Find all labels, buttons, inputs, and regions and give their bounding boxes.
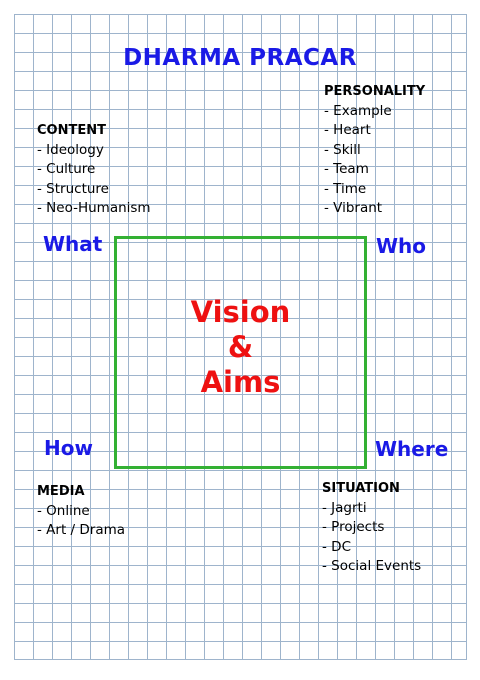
personality-item: Example	[324, 102, 425, 122]
content-heading: CONTENT	[37, 123, 106, 138]
personality-heading: PERSONALITY	[324, 84, 426, 99]
content-item: Neo-Humanism	[37, 199, 150, 219]
situation-item: Social Events	[322, 557, 421, 577]
diagram-title: DHARMA PRACAR	[123, 45, 357, 71]
media-section: MEDIA Online Art / Drama	[37, 482, 125, 541]
personality-item: Time	[324, 180, 425, 200]
media-heading: MEDIA	[37, 484, 85, 499]
content-item: Ideology	[37, 141, 151, 161]
personality-item: Vibrant	[324, 199, 425, 219]
corner-label-where: Where	[375, 437, 449, 461]
center-text: Vision & Aims	[117, 295, 364, 400]
center-line-ampersand: &	[227, 330, 254, 364]
media-list: Online Art / Drama	[37, 502, 125, 541]
corner-label-who: Who	[376, 234, 427, 258]
situation-item: DC	[322, 538, 421, 558]
vision-aims-box: Vision & Aims	[114, 236, 367, 469]
center-line-aims: Aims	[200, 365, 281, 399]
corner-label-what: What	[43, 232, 103, 256]
personality-item: Team	[324, 160, 425, 180]
situation-section: SITUATION Jagrti Projects DC Social Even…	[322, 479, 421, 577]
center-line-vision: Vision	[190, 295, 291, 329]
situation-item: Projects	[322, 518, 421, 538]
content-item: Structure	[37, 180, 151, 200]
situation-item: Jagrti	[322, 499, 421, 519]
content-list: Ideology Culture Structure Neo-Humanism	[37, 141, 151, 219]
content-section: CONTENT Ideology Culture Structure Neo-H…	[37, 121, 151, 219]
media-item: Art / Drama	[37, 521, 125, 541]
personality-item: Heart	[324, 121, 425, 141]
personality-item: Skill	[324, 141, 425, 161]
corner-label-how: How	[44, 436, 93, 460]
media-item: Online	[37, 502, 125, 522]
content-item: Culture	[37, 160, 151, 180]
situation-list: Jagrti Projects DC Social Events	[322, 499, 421, 577]
situation-heading: SITUATION	[322, 481, 400, 496]
personality-list: Example Heart Skill Team Time Vibrant	[324, 102, 425, 219]
personality-section: PERSONALITY Example Heart Skill Team Tim…	[324, 82, 425, 219]
